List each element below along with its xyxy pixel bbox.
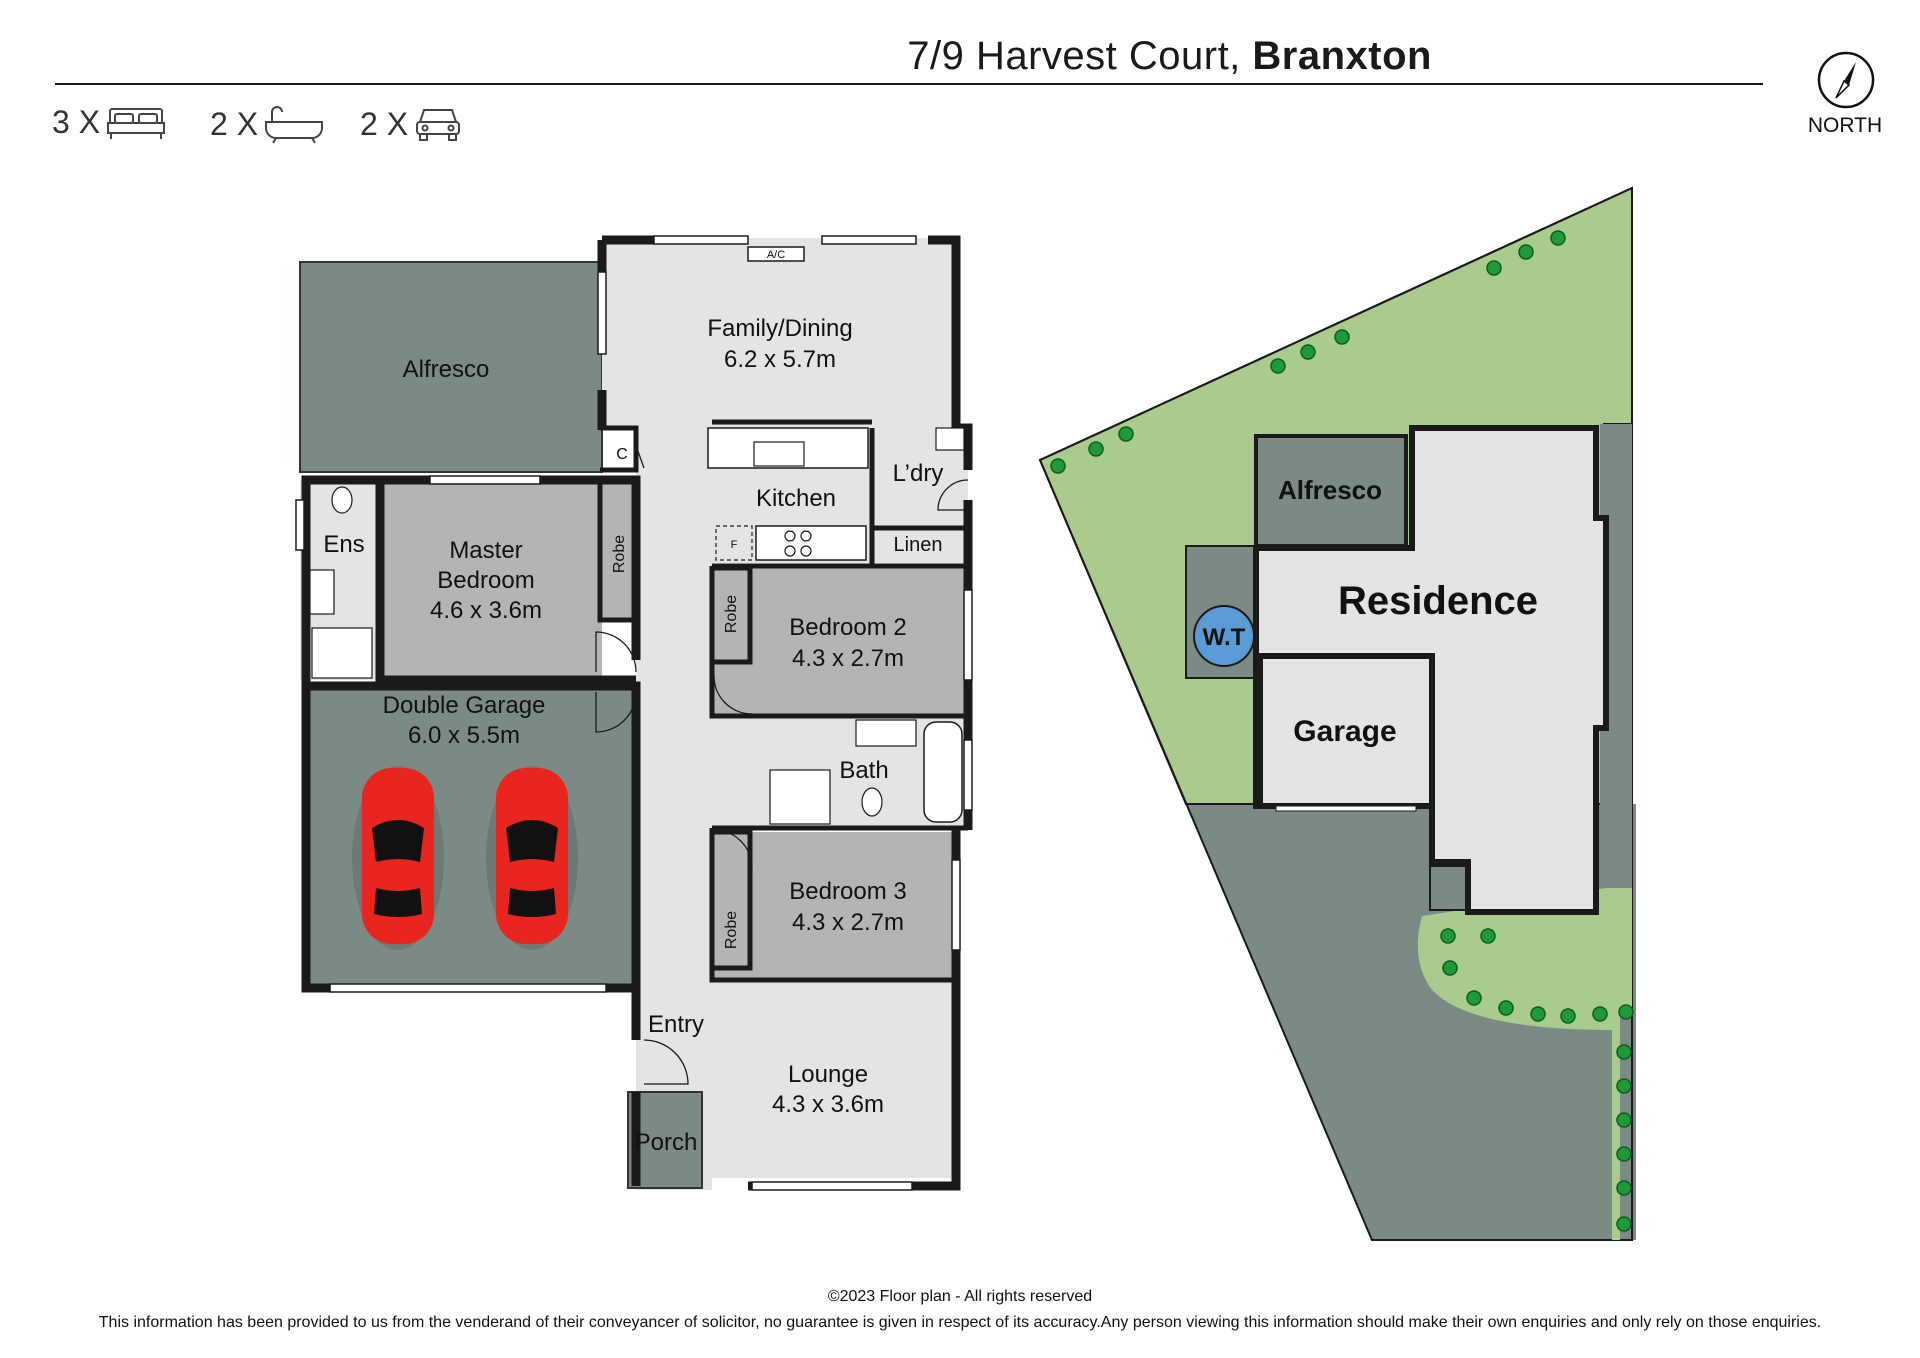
linen-name: Linen xyxy=(894,534,943,556)
alfresco-name: Alfresco xyxy=(403,356,490,383)
bedroom2-size: 4.3 x 2.7m xyxy=(792,645,904,672)
master-size: 4.6 x 3.6m xyxy=(430,597,542,624)
copyright-notice: ©2023 Floor plan - All rights reserved xyxy=(827,1288,1093,1305)
carspace-count-text: 2 X xyxy=(360,105,409,142)
fridge-label: F xyxy=(731,539,738,551)
bath-icon xyxy=(265,106,324,144)
garage-size: 6.0 x 5.5m xyxy=(408,722,520,749)
cooktop-icon xyxy=(784,530,812,557)
master-bedroom-floor xyxy=(380,480,602,680)
water-tank-icon xyxy=(1193,605,1255,667)
front-lawn-area xyxy=(1417,884,1632,1240)
ensuite-vanity-icon xyxy=(309,569,335,615)
family-dining-floor xyxy=(602,238,954,428)
bedroom-count: 3 X xyxy=(52,104,166,141)
compass-icon xyxy=(1817,51,1875,109)
door-swings xyxy=(595,439,969,1085)
tree-icons xyxy=(1050,230,1634,1232)
boundary-line xyxy=(1038,186,1633,1241)
bathtub-icon xyxy=(923,721,963,823)
interior-walls xyxy=(597,419,968,983)
garage-door-line xyxy=(1275,805,1417,812)
bedroom3-floor xyxy=(712,832,956,978)
north-label: NORTH xyxy=(1807,114,1883,137)
lounge-name: Lounge xyxy=(788,1061,868,1088)
alfresco-area xyxy=(299,261,603,473)
windows xyxy=(295,235,973,1191)
bedroom3-size: 4.3 x 2.7m xyxy=(792,909,904,936)
master-name-line1: Master xyxy=(449,537,522,564)
bathroom-count-text: 2 X xyxy=(210,105,259,142)
site-alfresco-label: Alfresco xyxy=(1278,475,1382,505)
kitchen-name: Kitchen xyxy=(756,485,836,512)
ac-label: A/C xyxy=(767,249,785,261)
ensuite-toilet-icon xyxy=(331,486,353,514)
lounge-size: 4.3 x 3.6m xyxy=(772,1091,884,1118)
car-icon-left xyxy=(352,766,444,950)
bedroom2-floor xyxy=(712,568,968,716)
entry-name: Entry xyxy=(648,1011,704,1038)
property-address: 7/9 Harvest Court, Branxton xyxy=(907,34,1432,79)
header-rule xyxy=(55,83,1763,85)
garage-name: Double Garage xyxy=(383,692,546,719)
disclaimer-text: This information has been provided to us… xyxy=(98,1314,1822,1331)
garage-floor xyxy=(306,686,636,988)
laundry-name: L’dry xyxy=(893,460,944,487)
car-icon-right xyxy=(486,766,578,950)
water-tank-label: W.T xyxy=(1203,624,1246,651)
vanity-icon xyxy=(855,719,917,747)
lounge-floor xyxy=(712,980,956,1178)
family-dining-name: Family/Dining xyxy=(707,315,852,342)
bedroom3-robe-label: Robe xyxy=(723,911,740,949)
master-robe-label: Robe xyxy=(611,535,628,573)
kitchen-lower-bench xyxy=(755,525,867,561)
north-compass xyxy=(1808,50,1884,115)
entry-floor xyxy=(636,980,712,1090)
site-residence-label: Residence xyxy=(1338,579,1538,623)
site-garage-label: Garage xyxy=(1293,715,1396,748)
fridge-space xyxy=(715,525,753,561)
bedroom2-name: Bedroom 2 xyxy=(789,614,906,641)
car-icon xyxy=(416,109,461,141)
address-suburb: Branxton xyxy=(1252,34,1432,78)
shower-icon xyxy=(769,769,831,825)
cupboard-label: C xyxy=(616,446,628,463)
ensuite-shower-icon xyxy=(311,627,373,679)
master-robe-floor xyxy=(600,480,634,620)
bedroom3-name: Bedroom 3 xyxy=(789,878,906,905)
ensuite-name: Ens xyxy=(323,531,364,558)
toilet-icon xyxy=(861,787,883,817)
porch-name: Porch xyxy=(635,1129,698,1156)
master-name-line2: Bedroom xyxy=(437,567,534,594)
bathroom-count: 2 X xyxy=(210,104,324,144)
family-dining-size: 6.2 x 5.7m xyxy=(724,346,836,373)
bedroom-count-text: 3 X xyxy=(52,104,101,140)
site-garage-block xyxy=(1257,653,1435,809)
sink-icon xyxy=(753,441,805,467)
laundry-tub-icon xyxy=(935,427,965,451)
porch-block xyxy=(1429,865,1467,911)
bed-icon xyxy=(107,107,166,139)
bath-name: Bath xyxy=(839,757,888,784)
ac-unit xyxy=(747,246,805,262)
address-street: 7/9 Harvest Court, xyxy=(907,34,1241,78)
carspace-count: 2 X xyxy=(360,104,462,144)
bedroom2-robe-label: Robe xyxy=(723,595,740,633)
alfresco-block xyxy=(1254,434,1408,548)
